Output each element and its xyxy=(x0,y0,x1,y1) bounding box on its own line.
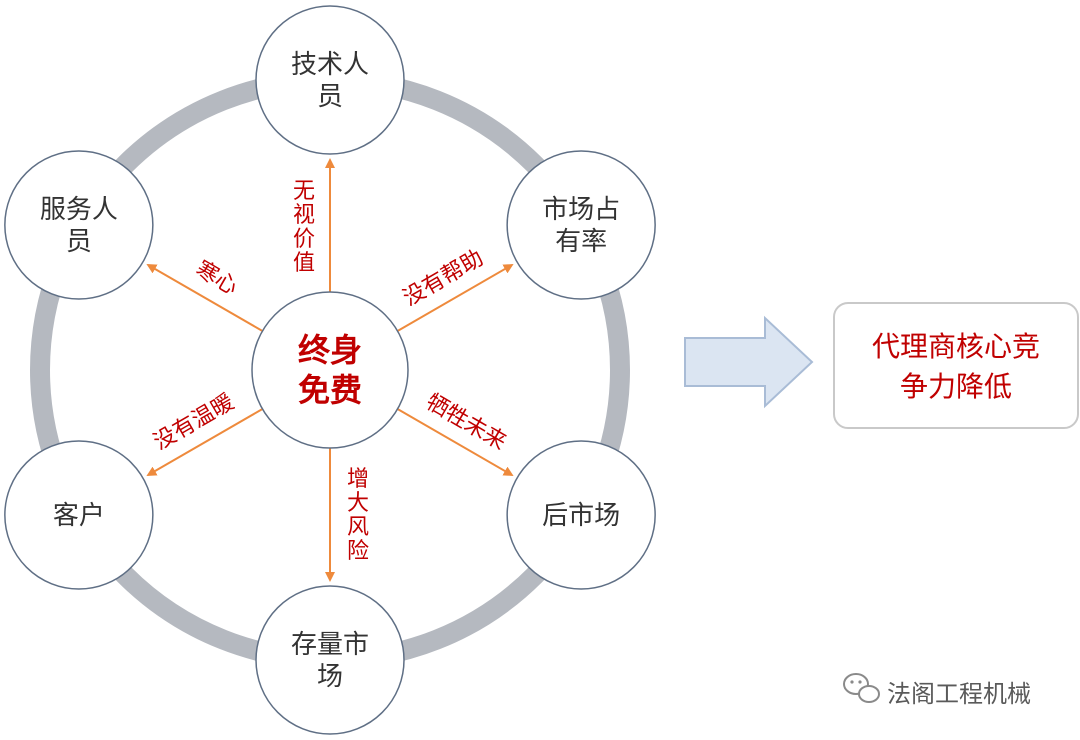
node-label: 技术人 xyxy=(291,50,369,80)
node-label: 有率 xyxy=(555,227,607,257)
edge-label-char: 值 xyxy=(293,251,315,276)
watermark: 法阁工程机械 xyxy=(843,673,1031,708)
edge-label-market-share: 没有帮助 xyxy=(399,246,488,312)
center-label: 免费 xyxy=(298,371,362,409)
node-circle xyxy=(4,440,154,590)
edge-label-text: 牺牲未来 xyxy=(422,390,511,456)
center-label: 终身 xyxy=(298,331,362,369)
edge-label-char: 无 xyxy=(293,179,315,204)
center-circle xyxy=(251,291,409,449)
node-circle xyxy=(506,440,656,590)
edge-label-customer: 没有温暖 xyxy=(150,390,239,456)
node-label: 场 xyxy=(317,662,343,692)
node-circle xyxy=(255,5,405,155)
result-line-2: 争力降低 xyxy=(900,370,1012,403)
result-line-1: 代理商核心竞 xyxy=(872,330,1040,363)
edge-label-char: 视 xyxy=(293,203,315,228)
node-label: 客户 xyxy=(53,501,105,531)
node-aftermarket: 后市场 xyxy=(506,440,656,590)
edge-arrow-market-share xyxy=(397,263,514,332)
edge-label-text: 没有帮助 xyxy=(399,246,488,312)
node-label: 存量市 xyxy=(291,630,369,660)
wechat-icon xyxy=(843,673,880,703)
node-label: 后市场 xyxy=(542,501,620,531)
edge-label-char: 险 xyxy=(347,539,369,564)
edge-arrow-aftermarket xyxy=(397,408,514,477)
node-label: 员 xyxy=(317,82,343,112)
edge-label-text: 没有温暖 xyxy=(150,390,239,456)
node-circle xyxy=(4,150,154,300)
edge-label-aftermarket: 牺牲未来 xyxy=(422,390,511,456)
edge-arrow-customer xyxy=(146,408,263,476)
edge-label-char: 价 xyxy=(293,227,315,252)
edge-arrow-service-staff xyxy=(146,264,263,332)
watermark-text: 法阁工程机械 xyxy=(887,680,1031,708)
edge-label-char: 增 xyxy=(347,467,369,492)
result-box: 代理商核心竞 争力降低 xyxy=(833,302,1079,429)
edge-label-char: 风 xyxy=(347,515,369,540)
node-circle xyxy=(255,585,405,735)
node-label: 市场占 xyxy=(542,195,620,225)
big-right-arrow xyxy=(684,315,814,409)
node-customer: 客户 xyxy=(4,440,154,590)
edge-label-char: 大 xyxy=(347,491,369,516)
node-label: 员 xyxy=(66,227,92,257)
node-label: 服务人 xyxy=(40,195,118,225)
node-circle xyxy=(506,150,656,300)
